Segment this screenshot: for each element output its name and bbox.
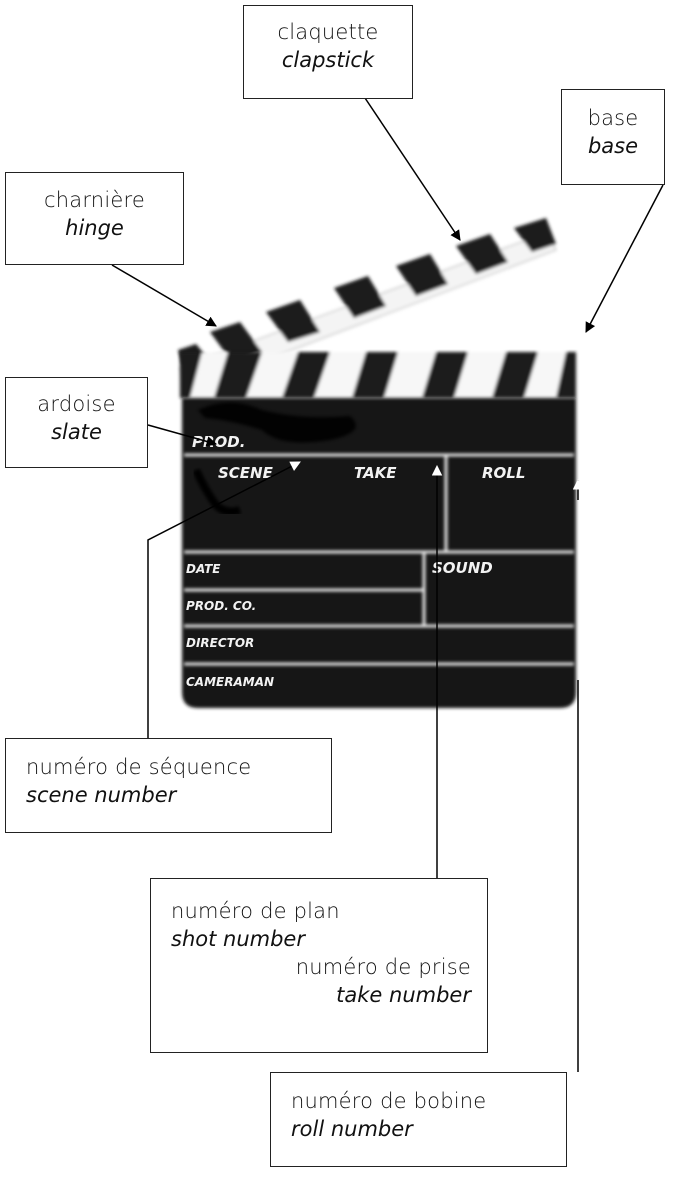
- label-roll-number-en: roll number: [291, 1117, 413, 1141]
- label-take-number-fr: numéro de prise: [295, 955, 471, 979]
- label-shot-number-en: shot number: [171, 927, 305, 951]
- slate-leader: [147, 424, 218, 447]
- label-scene-number: numéro de séquence scene number: [5, 738, 332, 833]
- slate-body: PROD. SCENE TAKE ROLL DATE SOUND PROD. C…: [182, 398, 576, 708]
- leader-lines: [111, 97, 664, 1072]
- hinge-leader: [111, 264, 217, 327]
- label-base: base base: [561, 89, 665, 185]
- label-hinge: charnière hinge: [5, 172, 184, 265]
- label-slate-en: slate: [51, 420, 102, 444]
- label-shot-take: numéro de plan shot number numéro de pri…: [150, 878, 488, 1053]
- scene-number-leader: [147, 461, 301, 738]
- label-roll-number: numéro de bobine roll number: [270, 1072, 567, 1167]
- label-clapstick-fr: claquette: [277, 20, 379, 44]
- label-hinge-fr: charnière: [44, 188, 145, 212]
- label-scene-number-en: scene number: [26, 783, 177, 807]
- slate-field-sound: SOUND: [432, 559, 493, 577]
- label-base-en: base: [587, 134, 639, 158]
- slate-field-prod-co: PROD. CO.: [186, 599, 256, 613]
- slate-field-date: DATE: [186, 562, 221, 576]
- label-take-number-en: take number: [336, 983, 471, 1007]
- label-clapstick-en: clapstick: [281, 48, 375, 72]
- slate-field-roll: ROLL: [482, 464, 525, 482]
- label-slate: ardoise slate: [5, 377, 148, 468]
- slate-field-prod: PROD.: [192, 433, 245, 451]
- label-shot-number-fr: numéro de plan: [171, 899, 340, 923]
- label-slate-fr: ardoise: [37, 392, 116, 416]
- clapstick-leader: [364, 97, 461, 241]
- label-scene-number-fr: numéro de séquence: [26, 755, 252, 779]
- label-base-fr: base: [587, 106, 639, 130]
- slate-field-director: DIRECTOR: [186, 636, 254, 650]
- slate-field-take: TAKE: [354, 464, 397, 482]
- slate-field-cameraman: CAMERAMAN: [186, 675, 274, 689]
- label-clapstick: claquette clapstick: [243, 5, 413, 99]
- slate-field-scene: SCENE: [218, 464, 274, 482]
- label-hinge-en: hinge: [65, 216, 124, 240]
- base-stripes: [180, 352, 576, 398]
- label-roll-number-fr: numéro de bobine: [291, 1089, 487, 1113]
- base-leader: [585, 184, 664, 333]
